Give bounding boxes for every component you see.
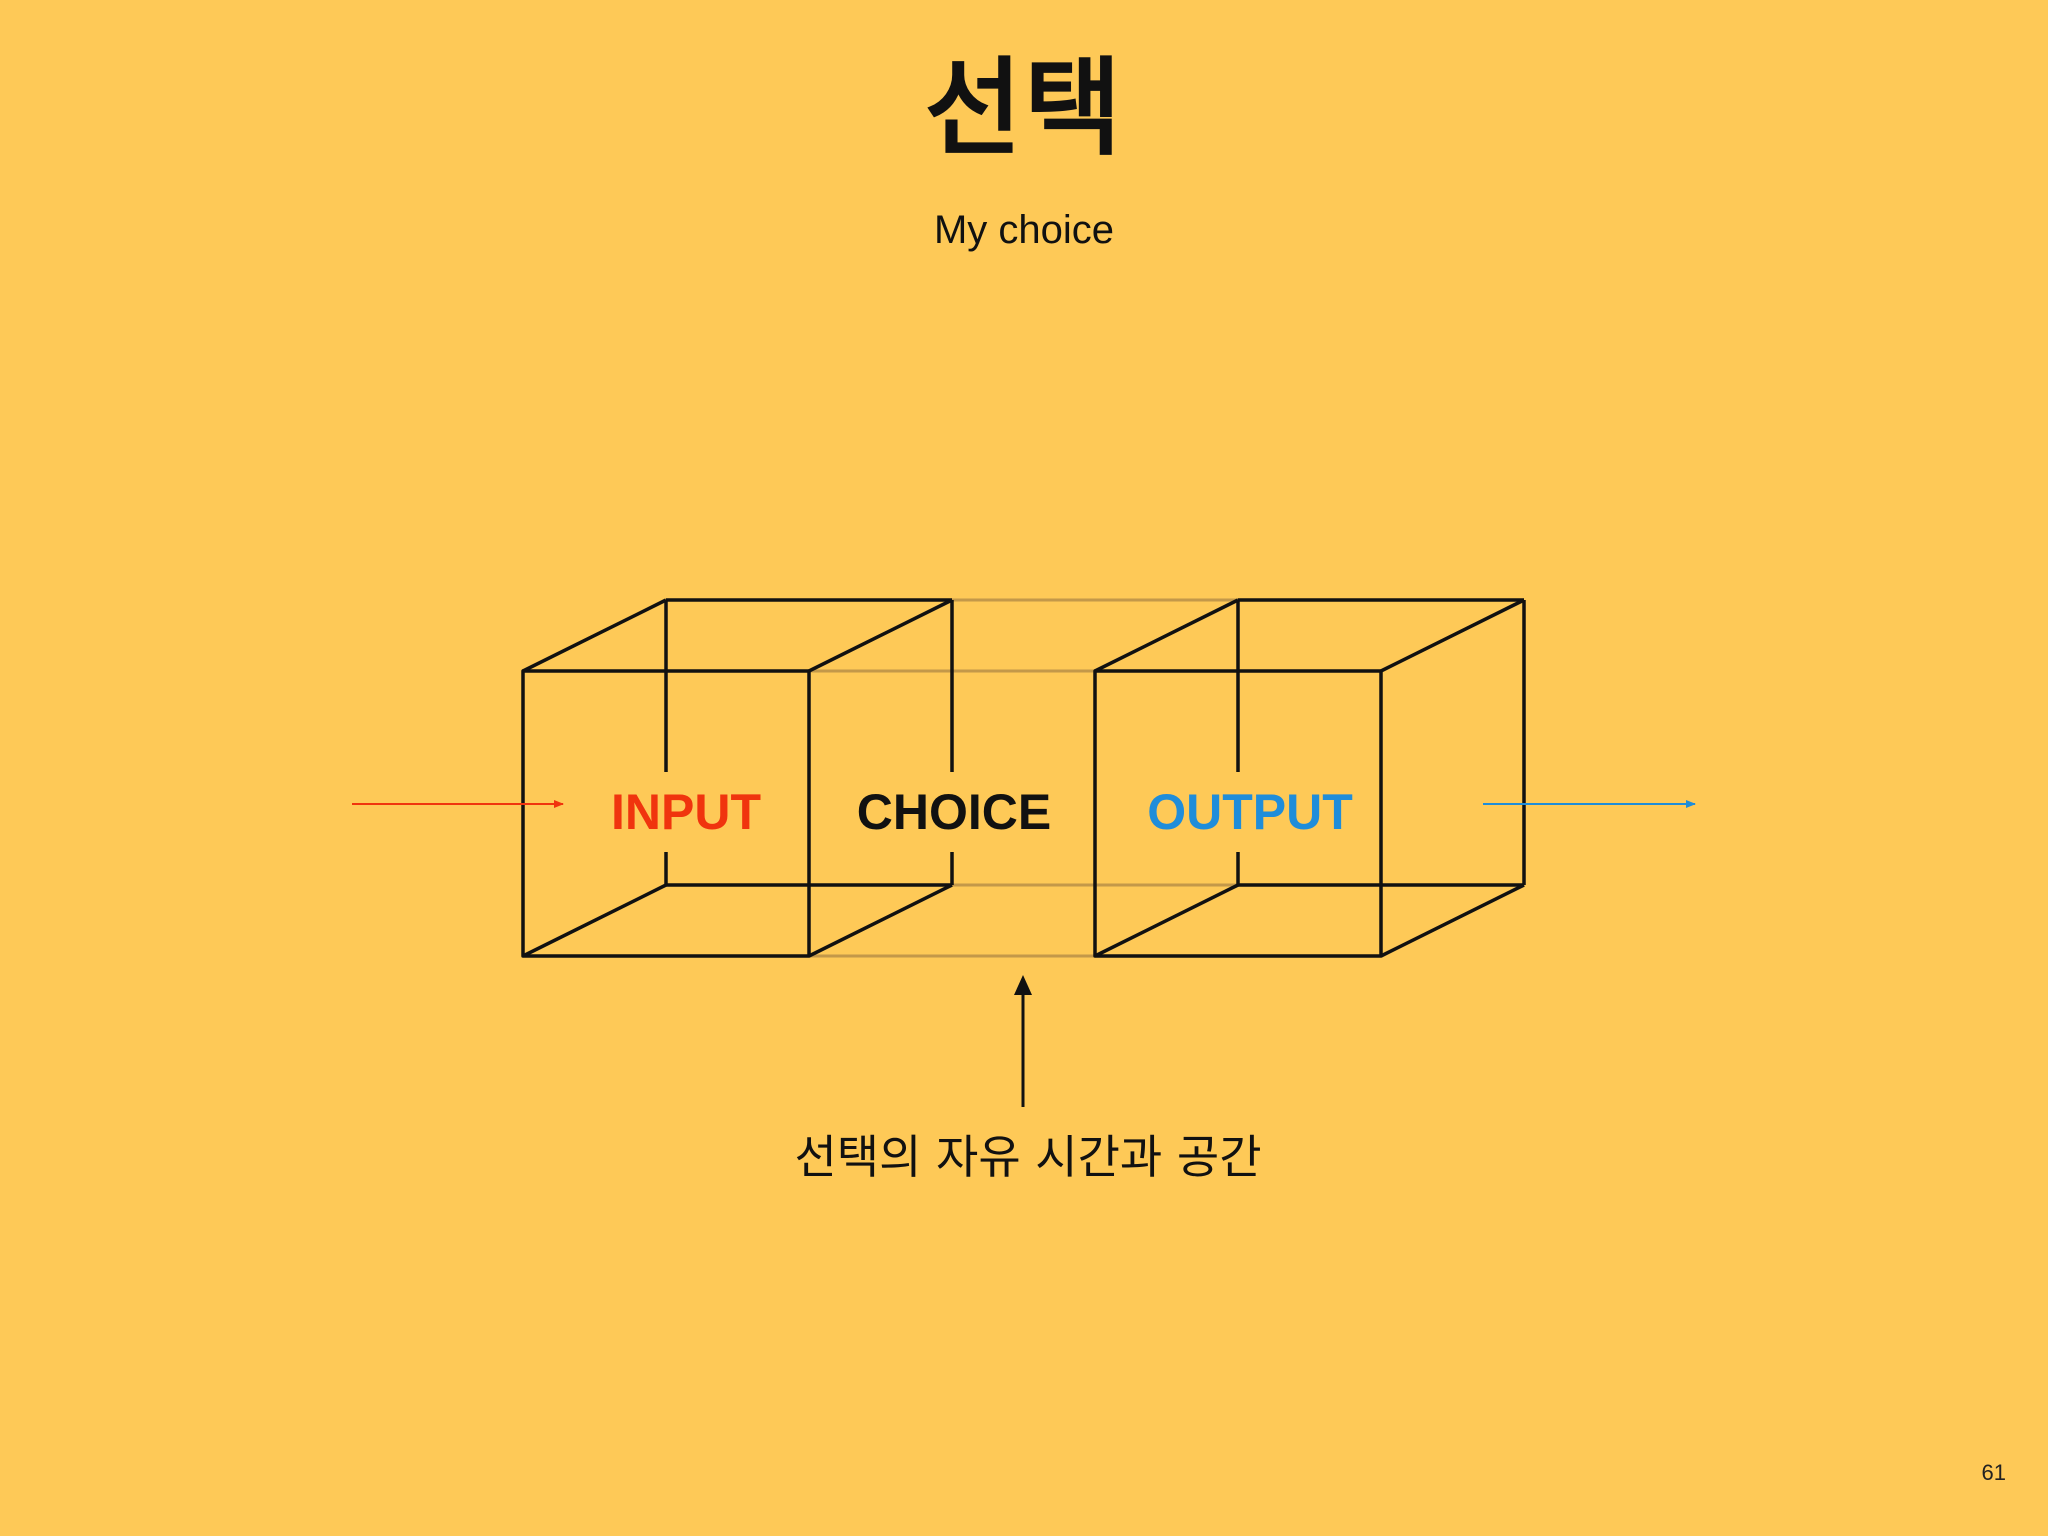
middle-volume-edges xyxy=(809,598,1238,958)
choice-caption: 선택의 자유 시간과 공간 xyxy=(794,1130,1262,1184)
output-label: OUTPUT xyxy=(1147,784,1353,840)
slide-title: 선택 xyxy=(924,47,1124,170)
right-cube xyxy=(1093,598,1526,958)
left-cube xyxy=(521,598,954,958)
choice-arrow xyxy=(1014,975,1032,1107)
page-number: 61 xyxy=(1981,1460,2006,1485)
choice-label: CHOICE xyxy=(856,784,1052,840)
slide-subtitle: My choice xyxy=(933,208,1115,252)
input-label: INPUT xyxy=(611,784,761,840)
